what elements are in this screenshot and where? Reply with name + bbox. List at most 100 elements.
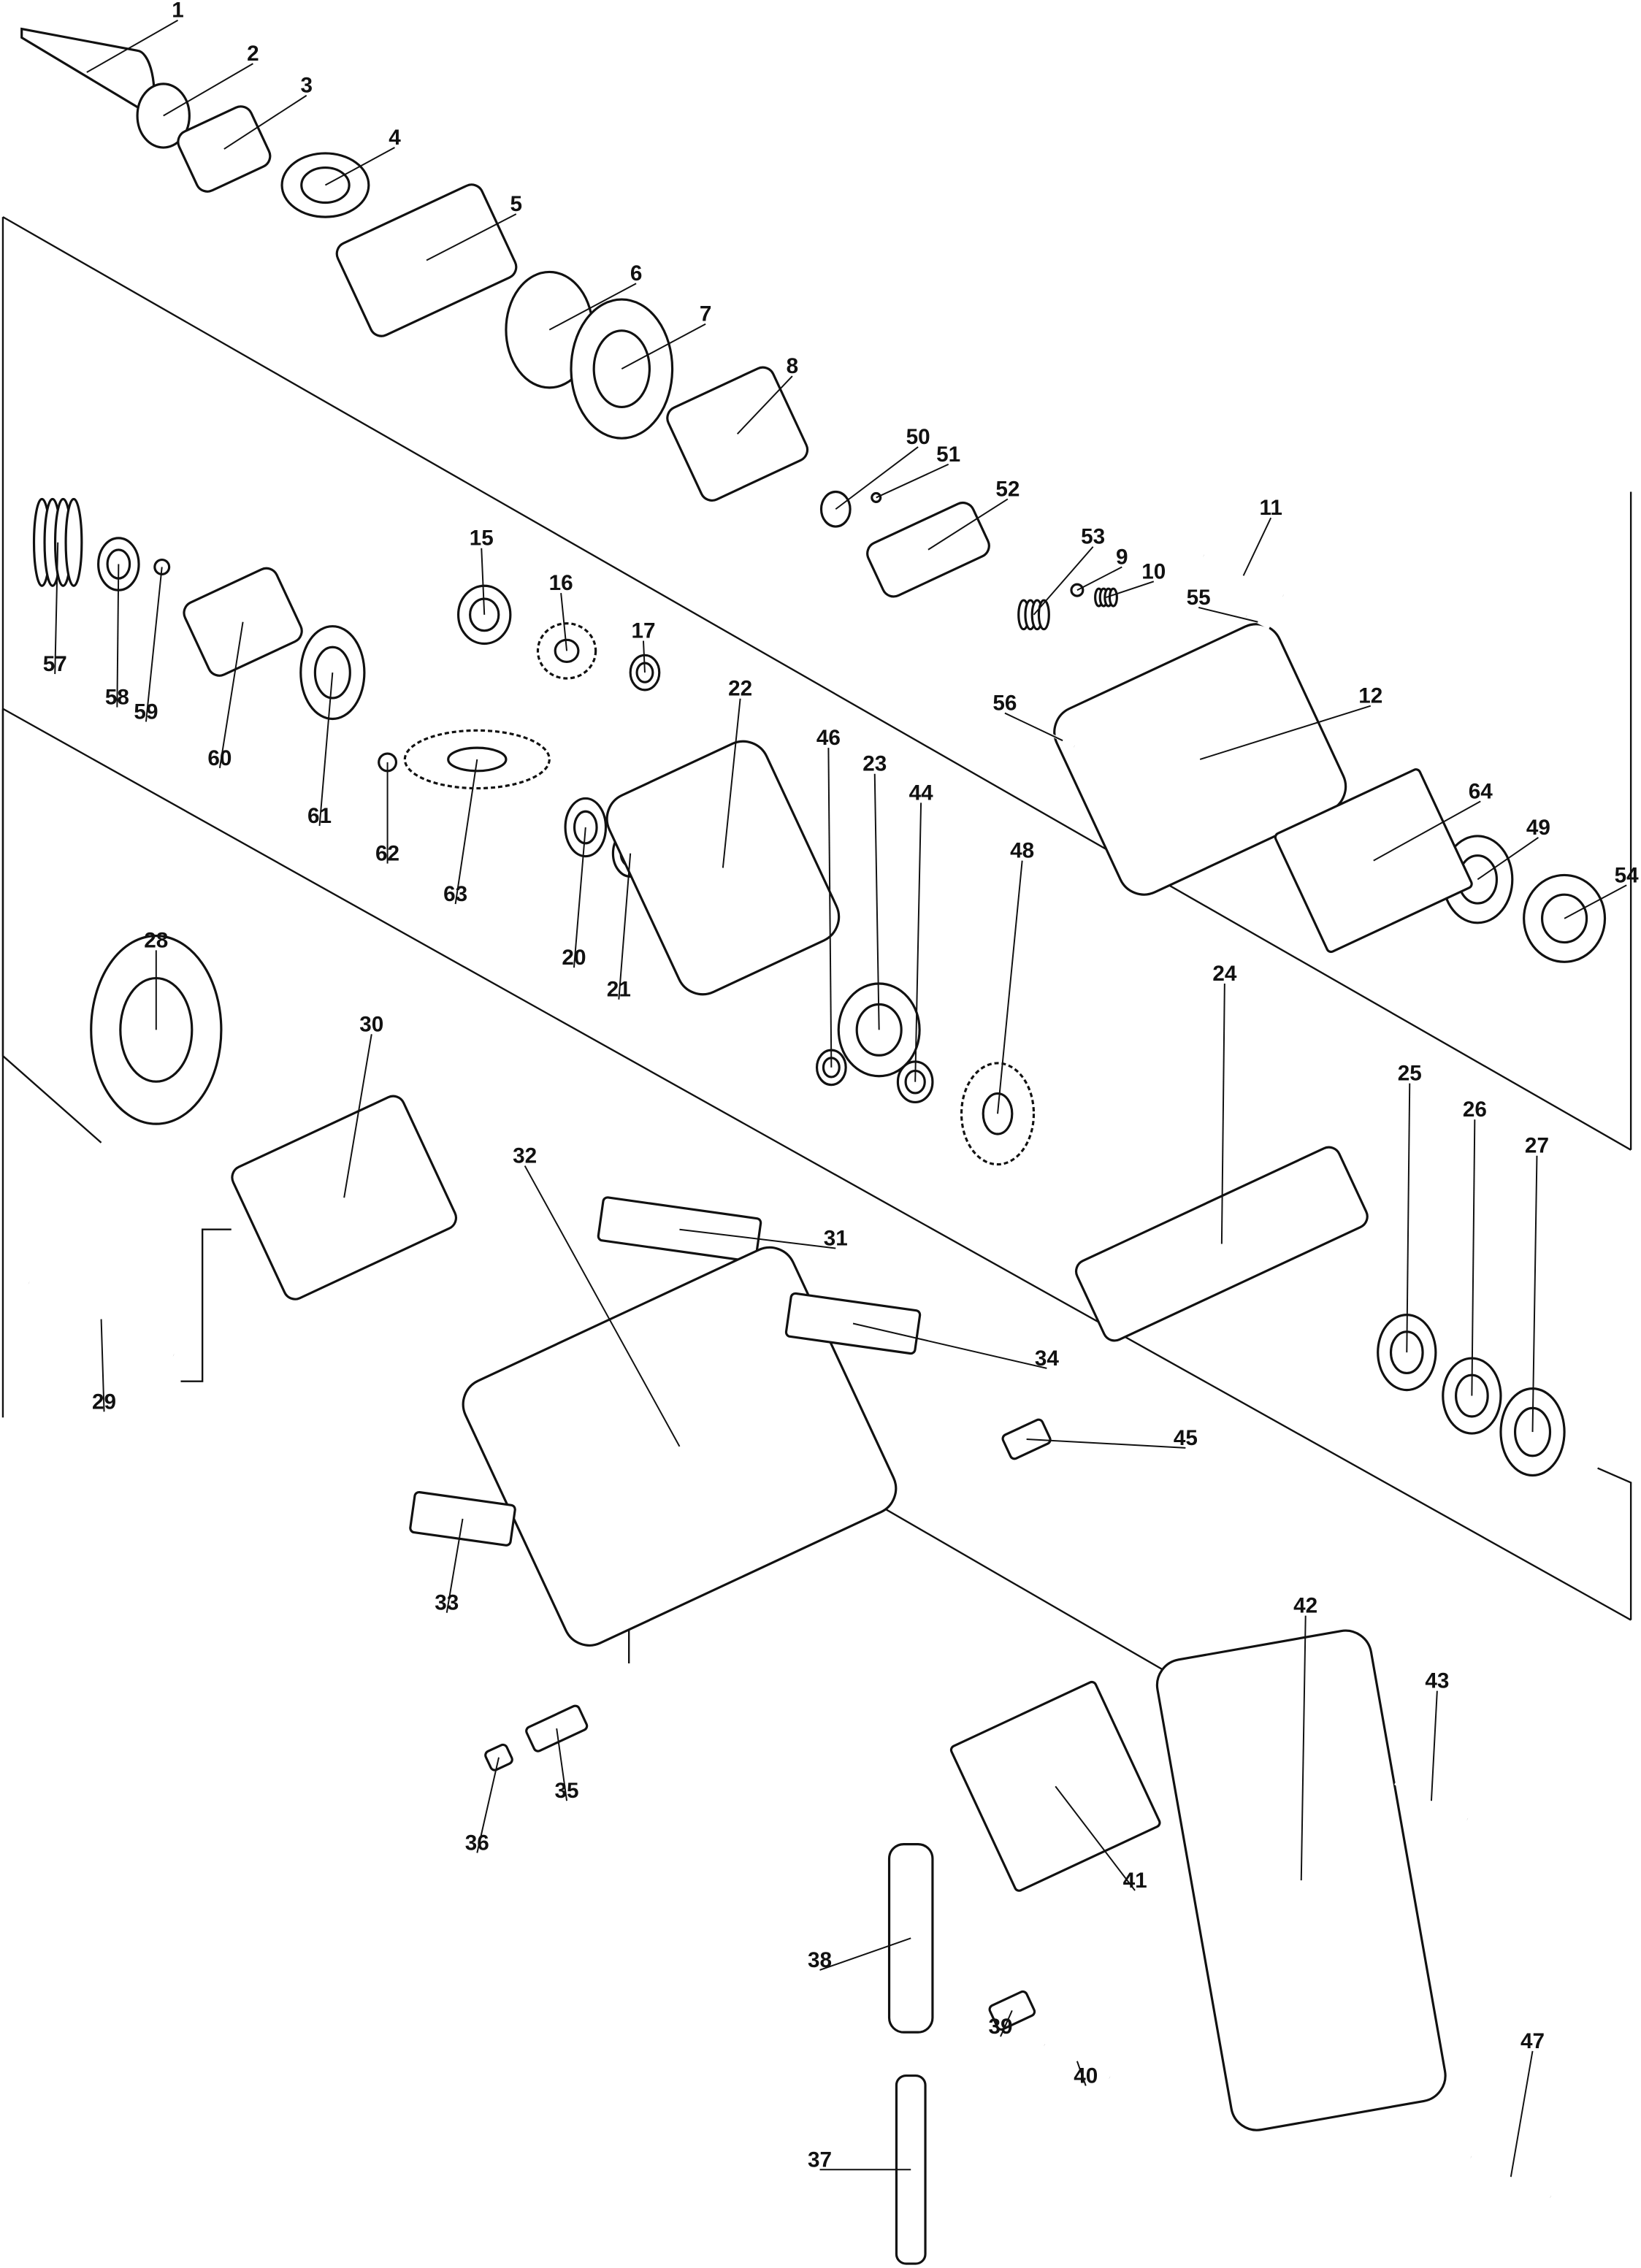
part-label-21: 21 — [607, 978, 631, 1002]
leader-line-5 — [426, 213, 517, 261]
leader-line-33 — [445, 1518, 464, 1613]
leader-line-29 — [100, 1319, 105, 1412]
part-label-35: 35 — [555, 1779, 579, 1803]
part-label-60: 60 — [207, 746, 232, 770]
leader-line-46 — [827, 748, 833, 1068]
leader-line-24 — [1220, 983, 1225, 1244]
part-52 — [866, 501, 990, 598]
part-label-46: 46 — [816, 726, 841, 750]
frame-left-upper — [1, 217, 102, 1143]
leader-line-61 — [318, 673, 334, 827]
part-label-7: 7 — [700, 302, 712, 326]
part-label-27: 27 — [1525, 1134, 1549, 1158]
part-label-20: 20 — [562, 946, 586, 970]
leader-line-45 — [1026, 1438, 1186, 1449]
leader-line-26 — [1471, 1119, 1476, 1396]
frame-diagonal-lower — [2, 708, 1632, 1621]
leader-line-16 — [560, 593, 568, 651]
part-label-55: 55 — [1187, 586, 1211, 610]
part-label-51: 51 — [936, 443, 960, 467]
leader-line-20 — [573, 827, 586, 968]
part-label-11: 11 — [1259, 496, 1282, 520]
leader-line-55 — [1198, 607, 1258, 623]
part-label-61: 61 — [307, 804, 332, 828]
part-label-24: 24 — [1212, 962, 1237, 986]
leader-line-38 — [819, 1937, 911, 1971]
frame-right-lower — [1597, 1467, 1632, 1620]
leader-line-42 — [1300, 1615, 1307, 1881]
part-label-17: 17 — [631, 618, 655, 643]
part-label-5: 5 — [510, 192, 523, 216]
leader-line-49 — [1477, 837, 1539, 881]
leader-line-12 — [1199, 705, 1372, 760]
part-label-45: 45 — [1174, 1426, 1198, 1450]
leader-line-59 — [145, 567, 163, 722]
part-54 — [1523, 873, 1607, 963]
part-22 — [605, 740, 841, 996]
leader-line-1 — [86, 19, 178, 73]
part-label-50: 50 — [906, 425, 930, 449]
part-57 — [32, 497, 83, 587]
part-label-39: 39 — [988, 2015, 1012, 2039]
leader-line-44 — [914, 802, 922, 1082]
leader-line-15 — [481, 548, 486, 615]
part-label-25: 25 — [1398, 1062, 1422, 1086]
part-label-62: 62 — [375, 842, 399, 866]
assembly-frame-lines — [1, 216, 1632, 1701]
part-label-40: 40 — [1074, 2064, 1098, 2088]
part-54-inner — [1541, 893, 1588, 944]
leader-line-25 — [1406, 1083, 1411, 1353]
leader-line-51 — [876, 463, 949, 499]
part-52-cyl-shape — [866, 501, 990, 598]
part-label-4: 4 — [389, 126, 401, 150]
leader-line-40 — [1076, 2061, 1087, 2086]
leader-line-2 — [163, 63, 253, 117]
part-label-15: 15 — [470, 526, 494, 551]
part-label-48: 48 — [1010, 839, 1034, 863]
leader-line-34 — [852, 1322, 1047, 1369]
leader-line-21 — [618, 853, 632, 1000]
part-label-43: 43 — [1425, 1669, 1449, 1693]
frame-bracket-29 — [180, 1228, 232, 1382]
frame-diagonal-upper — [2, 216, 1632, 1151]
leader-line-50 — [835, 446, 919, 510]
part-label-34: 34 — [1035, 1346, 1060, 1371]
part-label-64: 64 — [1469, 779, 1493, 803]
part-label-54: 54 — [1615, 863, 1640, 887]
leader-lines — [54, 19, 1627, 2177]
leader-line-47 — [1510, 2050, 1534, 2177]
part-label-31: 31 — [824, 1226, 848, 1250]
part-label-28: 28 — [144, 928, 168, 952]
part-label-37: 37 — [808, 2148, 832, 2172]
part-label-26: 26 — [1463, 1097, 1487, 1122]
part-47-shaft — [1470, 2155, 1552, 2199]
part-label-38: 38 — [808, 1948, 832, 1972]
leader-line-35 — [556, 1728, 568, 1801]
part-label-9: 9 — [1116, 545, 1128, 569]
part-label-36: 36 — [465, 1831, 489, 1855]
leader-line-58 — [116, 564, 120, 708]
leader-line-22 — [722, 698, 741, 868]
part-label-30: 30 — [359, 1012, 383, 1036]
leader-line-36 — [476, 1757, 500, 1853]
leader-line-54 — [1564, 884, 1627, 919]
part-label-57: 57 — [43, 652, 67, 676]
leader-line-17 — [642, 640, 646, 673]
part-label-52: 52 — [995, 477, 1020, 501]
part-label-56: 56 — [992, 691, 1017, 716]
leader-line-9 — [1076, 566, 1122, 591]
part-label-23: 23 — [862, 752, 887, 776]
part-label-59: 59 — [134, 700, 158, 724]
part-label-53: 53 — [1081, 525, 1105, 549]
leader-line-11 — [1242, 517, 1272, 576]
part-label-3: 3 — [300, 74, 313, 98]
leader-line-60 — [218, 621, 244, 768]
part-label-44: 44 — [909, 781, 934, 805]
part-label-42: 42 — [1293, 1594, 1317, 1618]
leader-line-8 — [736, 375, 793, 434]
part-label-29: 29 — [92, 1390, 116, 1414]
part-label-32: 32 — [513, 1144, 537, 1168]
leader-line-41 — [1055, 1785, 1136, 1891]
part-label-12: 12 — [1358, 684, 1382, 708]
